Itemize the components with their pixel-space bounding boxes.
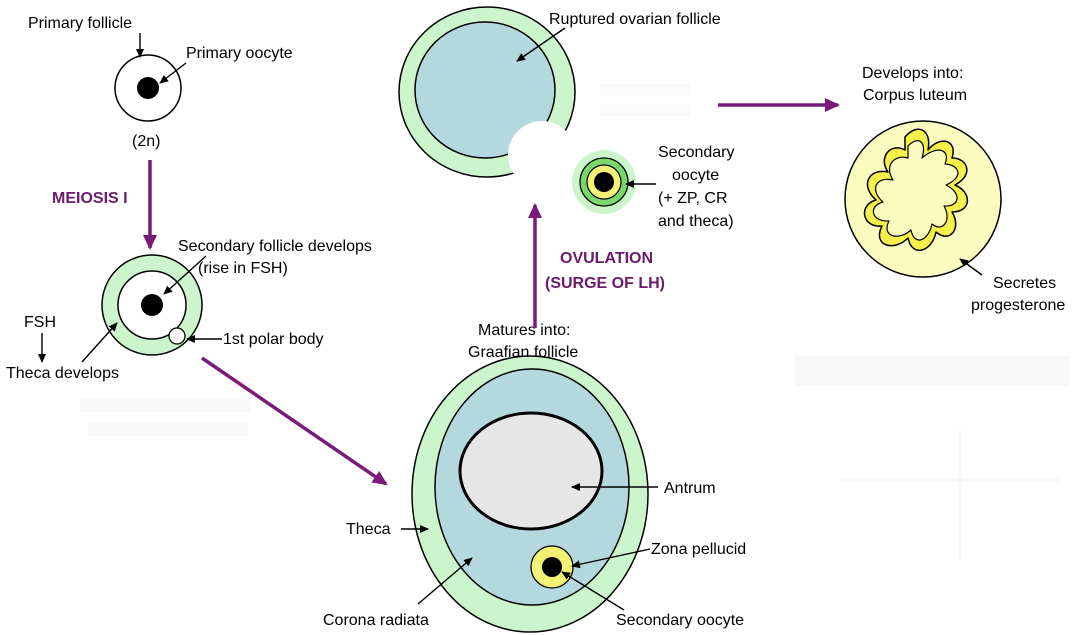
label-primary-follicle: Primary follicle [28,15,132,32]
released-secondary-oocyte [572,150,636,214]
ruptured-follicle [399,7,576,189]
label-ovulation-2: (SURGE OF LH) [545,275,665,292]
primary-follicle [115,55,181,121]
label-zona-pellucid: Zona pellucid [651,541,746,558]
label-antrum: Antrum [664,480,716,497]
label-secondary-follicle-1: Secondary follicle develops [178,238,372,255]
polar-body [169,328,185,344]
label-matures-1: Matures into: [478,322,570,339]
label-meiosis: MEIOSIS I [52,190,128,207]
label-secondary-oocyte: Secondary oocyte [616,612,744,629]
label-secretes-2: progesterone [971,297,1065,314]
label-primary-oocyte: Primary oocyte [186,45,293,62]
label-ovulation-1: OVULATION [560,250,653,267]
label-2n: (2n) [132,133,160,150]
label-corona-radiata: Corona radiata [323,612,429,629]
arrow-theca-develops [82,323,117,362]
corpus-luteum [845,121,1001,277]
label-polar-body: 1st polar body [223,331,324,348]
label-sec-oocyte-4: and theca) [658,213,734,230]
label-theca: Theca [346,521,391,538]
label-theca-develops: Theca develops [6,365,119,382]
graafian-follicle [412,356,648,632]
label-secondary-follicle-2: (rise in FSH) [198,260,288,277]
secondary-follicle [102,255,202,355]
label-fsh: FSH [24,314,56,331]
label-develops-into-1: Develops into: [862,65,963,82]
arrow-to-graafian [202,358,386,484]
label-sec-oocyte-3: (+ ZP, CR [658,190,728,207]
label-ruptured: Ruptured ovarian follicle [549,11,721,28]
label-develops-into-2: Corpus luteum [863,87,967,104]
rupture-gap [508,121,576,189]
label-sec-oocyte-1: Secondary [658,144,735,161]
label-sec-oocyte-2: oocyte [672,167,719,184]
label-secretes-1: Secretes [993,275,1056,292]
antrum [460,413,602,529]
label-matures-2: Graafian follicle [468,344,578,361]
